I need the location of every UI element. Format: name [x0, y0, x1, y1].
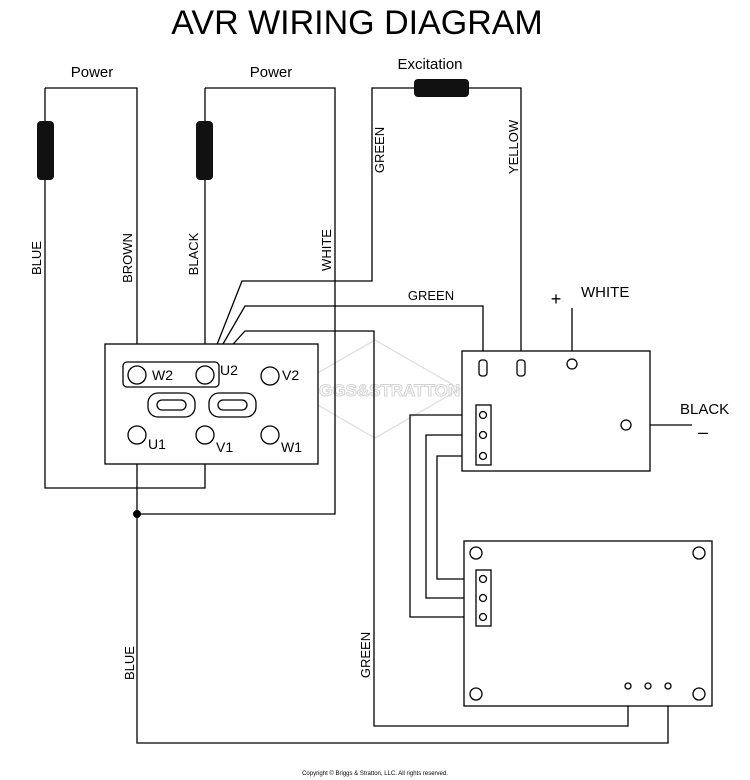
lower-board-mount-hole-tr — [692, 546, 706, 560]
black-wire-label: BLACK — [186, 232, 201, 275]
green-mid-wire-label: GREEN — [408, 288, 454, 303]
terminal-w2 — [127, 365, 147, 385]
connector-wire-1 — [409, 414, 483, 618]
green-excitation-wire — [204, 87, 415, 376]
avr-yellow-pin — [516, 359, 526, 377]
lower-terminal-2 — [644, 682, 652, 690]
lower-board-mount-hole-bl — [469, 687, 483, 701]
terminal-v1 — [195, 425, 215, 445]
white-wire-label: WHITE — [319, 229, 334, 271]
terminal-u2 — [195, 365, 215, 385]
green-mid-wire — [204, 305, 484, 376]
avr-connector-pin-3 — [478, 451, 488, 461]
lower-terminal-3 — [664, 682, 672, 690]
blue-bottom-wire — [136, 437, 669, 744]
terminal-w1 — [260, 425, 280, 445]
green-bottom-wire-label: GREEN — [358, 632, 373, 678]
brown-wire-label: BROWN — [120, 233, 135, 283]
terminal-v2 — [260, 366, 280, 386]
lower-connector-pin-3 — [478, 612, 488, 622]
diagram-title: AVR WIRING DIAGRAM — [171, 4, 543, 42]
slot-connector-right-inner — [217, 399, 248, 411]
lower-connector-pin-1 — [478, 574, 488, 584]
blue-brown-choke — [37, 121, 54, 180]
blue-bottom-wire-label: BLUE — [122, 646, 137, 680]
avr-green-pin — [478, 359, 488, 377]
avr-board — [461, 350, 651, 472]
slot-connector-left-inner — [156, 399, 187, 411]
green-top-wire-label: GREEN — [372, 127, 387, 173]
lower-connector-pin-2 — [478, 593, 488, 603]
power-label-left: Power — [71, 64, 114, 81]
white-terminal-label: WHITE — [581, 284, 629, 301]
lower-board-mount-hole-tl — [469, 546, 483, 560]
lower-terminal-1 — [624, 682, 632, 690]
watermark-logo: BRIGGS&STRATTON — [288, 339, 462, 439]
lower-board-mount-hole-br — [692, 687, 706, 701]
green-bottom-wire — [204, 330, 629, 727]
terminal-label-w2: W2 — [152, 367, 173, 383]
terminal-label-v1: V1 — [216, 439, 233, 455]
lower-control-board — [463, 540, 713, 707]
excitation-choke — [414, 79, 469, 97]
avr-black-terminal — [620, 419, 632, 431]
w2-u2-jumper — [122, 361, 220, 388]
watermark-text: BRIGGS&STRATTON — [290, 381, 460, 400]
minus-symbol: – — [698, 422, 708, 442]
avr-white-terminal — [566, 358, 578, 370]
power-label-right: Power — [250, 64, 293, 81]
avr-connector-pin-1 — [478, 410, 488, 420]
terminal-label-w1: W1 — [281, 439, 302, 455]
excitation-label: Excitation — [397, 56, 462, 73]
terminal-label-u2: U2 — [220, 362, 238, 378]
yellow-excitation-wire — [468, 87, 522, 368]
wire-junction-dot — [133, 510, 141, 518]
terminal-label-v2: V2 — [282, 367, 299, 383]
terminal-label-u1: U1 — [148, 436, 166, 452]
copyright-notice: Copyright © Briggs & Stratton, LLC. All … — [302, 770, 448, 777]
plus-symbol: + — [551, 289, 562, 309]
black-white-choke — [196, 121, 213, 180]
brown-power-wire — [45, 87, 138, 375]
white-power-wire — [137, 87, 336, 515]
yellow-wire-label: YELLOW — [506, 119, 521, 174]
connector-wire-3 — [436, 455, 483, 580]
black-terminal-label: BLACK — [680, 401, 729, 418]
avr-connector-pin-2 — [478, 430, 488, 440]
blue-wire-label: BLUE — [29, 241, 44, 275]
terminal-u1 — [127, 425, 147, 445]
connector-wire-2 — [425, 434, 483, 599]
